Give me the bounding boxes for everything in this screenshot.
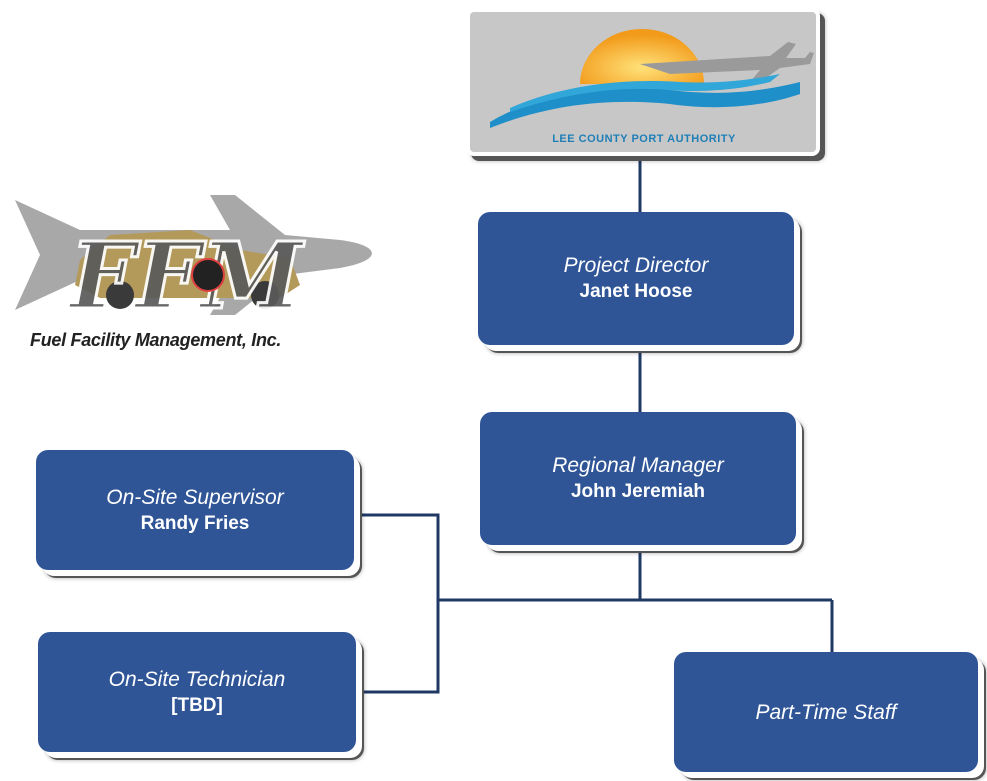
fuel-gauge-icon (191, 258, 225, 292)
ffm-emblem: FFM (15, 195, 372, 332)
ffm-caption: Fuel Facility Management, Inc. (30, 330, 282, 350)
onsite-technician-name: [TBD] (171, 694, 223, 716)
airplane-icon (640, 42, 814, 82)
ffm-logo: FFM (10, 190, 390, 360)
wheel-icon (251, 281, 279, 309)
part-time-staff-role: Part-Time Staff (755, 700, 897, 724)
onsite-technician-box: On-Site Technician [TBD] (38, 632, 356, 752)
sunset-wave-emblem: LEE COUNTY PORT AUTHORITY (486, 29, 814, 148)
regional-manager-box: Regional Manager John Jeremiah (480, 412, 796, 545)
wheel-icon (106, 281, 134, 309)
onsite-supervisor-role: On-Site Supervisor (106, 485, 284, 509)
car-icon (75, 230, 300, 298)
ffm-letters: FFM (67, 222, 306, 330)
sun-shape (580, 29, 704, 84)
port-authority-text: LEE COUNTY PORT AUTHORITY (552, 133, 736, 145)
regional-manager-name: John Jeremiah (570, 481, 706, 502)
project-director-role: Project Director (563, 254, 709, 277)
onsite-supervisor-name: Randy Fries (140, 512, 250, 534)
onsite-supervisor-box: On-Site Supervisor Randy Fries (36, 450, 354, 570)
port-authority-logo: LEE COUNTY PORT AUTHORITY (466, 8, 820, 156)
regional-manager-role: Regional Manager (552, 454, 724, 477)
onsite-technician-role: On-Site Technician (108, 667, 286, 691)
project-director-name: Janet Hoose (579, 281, 693, 302)
water-wave-1 (490, 82, 800, 128)
water-wave-2 (510, 74, 780, 112)
project-director-box: Project Director Janet Hoose (478, 212, 794, 345)
part-time-staff-box: Part-Time Staff (674, 652, 978, 772)
connector-staff-bracket (355, 513, 440, 694)
